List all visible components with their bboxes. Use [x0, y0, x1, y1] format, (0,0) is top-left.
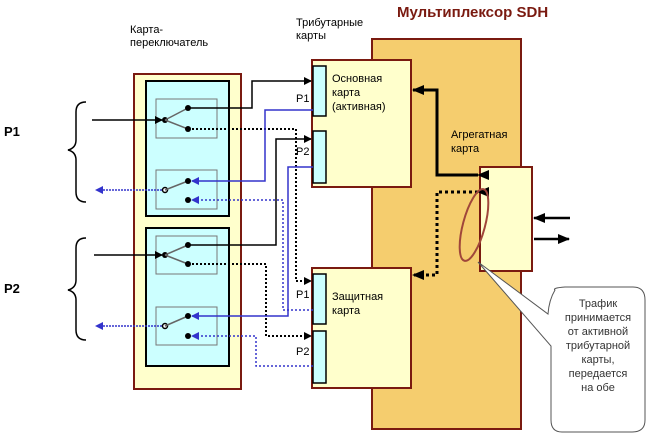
callout-line: принимается	[564, 312, 632, 324]
main-card-port-p2	[312, 130, 327, 184]
wire-p2-to-prot-p2	[188, 263, 312, 340]
wire-aggregate-main	[412, 85, 489, 180]
tributary-label-line2: карты	[296, 30, 326, 42]
prot-card-port-p1	[312, 273, 327, 325]
wire-p1-to-prot-p1	[188, 128, 312, 285]
brace-p2	[67, 237, 87, 341]
tributary-label-line1: Трибутарные	[296, 17, 364, 29]
group-label-p2: P2	[4, 281, 20, 296]
main-card-label-line1: Основная	[332, 73, 383, 85]
wire-prot-p1-to-p1	[191, 196, 313, 311]
protection-card-label: Защитная карта	[332, 290, 383, 318]
switch-module-p1	[145, 80, 230, 217]
wire-aggregate-protection	[412, 187, 489, 280]
switch-card-label-line2: переключатель	[130, 37, 209, 49]
p2-rx-contact-a	[185, 313, 191, 319]
callout-line: Трафик	[578, 298, 618, 310]
main-card-port-p1	[312, 65, 327, 117]
switch-card-label: Карта- переключатель	[130, 24, 208, 50]
callout-line: от активной	[567, 326, 629, 338]
port-label-main-p2: P2	[296, 146, 310, 158]
p2-rx-switch-arm	[164, 315, 189, 327]
aggregate-card-label-line1: Агрегатная	[451, 129, 508, 141]
main-card-label-line2: карта	[332, 87, 361, 99]
callout-line: карты,	[581, 354, 615, 366]
callout-text: Трафик принимается от активной трибутарн…	[553, 297, 643, 395]
port-label-prot-p1: P1	[296, 289, 310, 301]
main-card-label: Основная карта (активная)	[332, 72, 386, 114]
aggregate-card	[479, 166, 533, 272]
wire-p1-to-main-p1	[188, 77, 312, 109]
switch-card-label-line1: Карта-	[130, 24, 164, 36]
wire-main-p2-to-p2	[191, 166, 313, 320]
callout-line: на обе	[581, 382, 615, 394]
main-tributary-card	[311, 59, 412, 188]
p2-tx-switch-arm-alt	[164, 254, 189, 265]
traffic-highlight-ellipse	[458, 188, 490, 262]
prot-card-port-p2	[312, 330, 327, 384]
aggregate-card-label: Агрегатная карта	[451, 128, 507, 156]
p1-rx-switch-arm	[164, 180, 189, 191]
tributary-cards-label: Трибутарные карты	[296, 17, 363, 43]
p1-rx-contact-a	[185, 178, 191, 184]
diagram-title: Мультиплексор SDH	[397, 4, 549, 21]
main-card-label-line3: (активная)	[332, 101, 386, 113]
brace-p1	[67, 101, 87, 203]
wire-main-p1-to-p1	[191, 109, 313, 185]
callout-bubble	[477, 261, 646, 433]
p2-rx-contact-b	[185, 333, 191, 339]
port-label-main-p1: P1	[296, 93, 310, 105]
port-label-prot-p2: P2	[296, 346, 310, 358]
wire-prot-p2-to-p2	[191, 332, 313, 367]
wire-p2-to-main-p2	[188, 135, 312, 246]
p1-tx-switch-arm-alt	[164, 119, 189, 130]
p2-tx-switch-arm	[164, 244, 189, 256]
protection-card-label-line2: карта	[332, 305, 361, 317]
group-label-p1: P1	[4, 124, 20, 139]
p1-tx-switch-arm	[164, 107, 189, 121]
callout-line: трибутарной	[565, 340, 631, 352]
p1-rx-contact-b	[185, 197, 191, 203]
protection-tributary-card	[311, 267, 412, 389]
aggregate-card-label-line2: карта	[451, 143, 480, 155]
callout-line: передается	[568, 368, 628, 380]
protection-card-label-line1: Защитная	[332, 291, 384, 303]
